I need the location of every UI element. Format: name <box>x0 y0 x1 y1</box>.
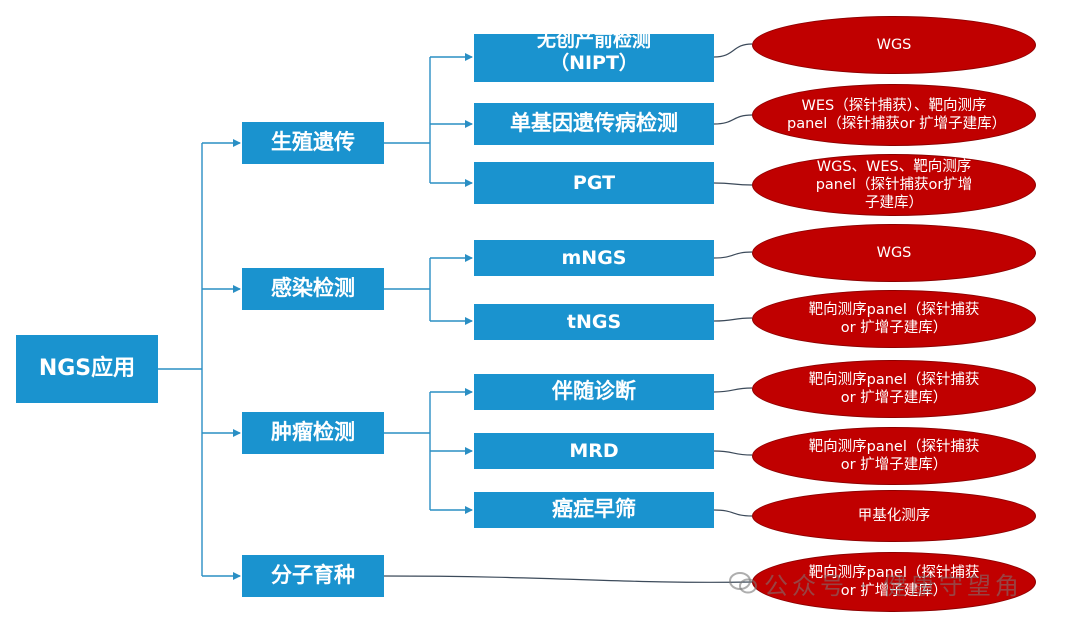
test-mngs: mNGS <box>474 240 714 276</box>
test-nipt-line1: 无创产前检测 <box>536 34 651 51</box>
method-ellipse-tngs: 靶向测序panel（探针捕获 or 扩增子建库） <box>752 290 1036 348</box>
test-mrd: MRD <box>474 433 714 469</box>
test-tngs: tNGS <box>474 304 714 340</box>
test-cancer-screening: 癌症早筛 <box>474 492 714 528</box>
test-nipt: 无创产前检测 （NIPT） <box>474 34 714 82</box>
method-ellipse-pgt: WGS、WES、靶向测序panel（探针捕获or扩增子建库） <box>752 154 1036 216</box>
method-ellipse-mngs: WGS <box>752 224 1036 282</box>
method-ellipse-nipt: WGS <box>752 16 1036 74</box>
test-nipt-line2: （NIPT） <box>550 51 638 74</box>
method-ellipse-screening: 甲基化测序 <box>752 490 1036 542</box>
category-tumor-testing: 肿瘤检测 <box>242 412 384 454</box>
test-companion-diagnostics: 伴随诊断 <box>474 374 714 410</box>
root-node: NGS应用 <box>16 335 158 403</box>
wechat-icon <box>729 572 757 594</box>
test-pgt: PGT <box>474 162 714 204</box>
category-reproductive-genetics: 生殖遗传 <box>242 122 384 164</box>
method-ellipse-breeding: 靶向测序panel（探针捕获 or 扩增子建库） <box>752 552 1036 612</box>
test-single-gene: 单基因遗传病检测 <box>474 103 714 145</box>
category-infection-testing: 感染检测 <box>242 268 384 310</box>
method-ellipse-companion: 靶向测序panel（探针捕获 or 扩增子建库） <box>752 360 1036 418</box>
category-molecular-breeding: 分子育种 <box>242 555 384 597</box>
watermark-text: 公众号 · 健康守望角 <box>764 572 1023 600</box>
method-ellipse-single-gene: WES（探针捕获）、靶向测序panel（探针捕获or 扩增子建库） <box>752 84 1036 146</box>
method-ellipse-mrd: 靶向测序panel（探针捕获 or 扩增子建库） <box>752 427 1036 485</box>
